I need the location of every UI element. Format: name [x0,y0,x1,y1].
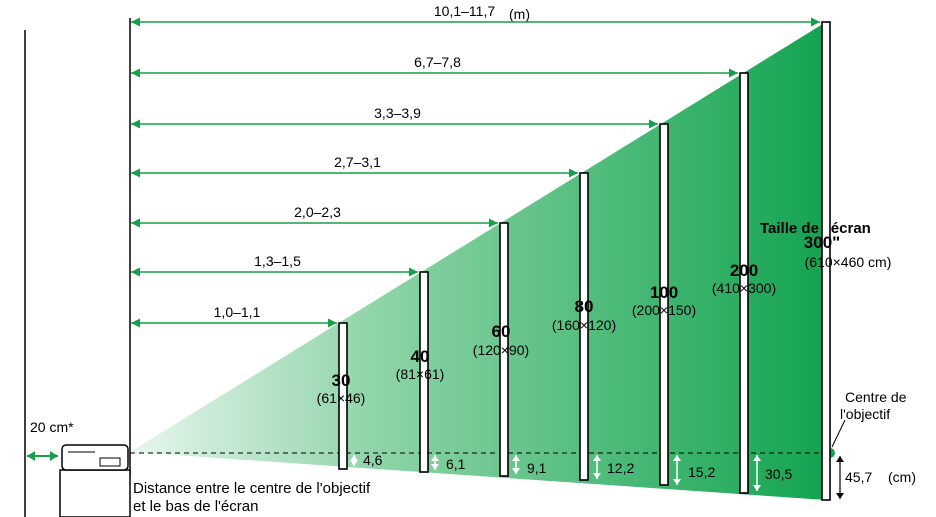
screen-dims-label-6: (610×460 cm) [805,254,892,270]
offset-arrow-2-head-top [512,455,520,461]
screen-bar-5 [739,72,749,494]
offset-arrow-3-head-bottom [593,473,601,479]
offset-arrow-1-head-bottom [431,464,439,470]
distance-label-6: 10,1–11,7 [434,3,495,19]
distance-arrow-4-head-left [131,119,140,129]
projector-icon [59,444,131,517]
projection-beam [130,22,826,500]
wall-distance-label: 20 cm* [30,419,74,435]
screen-size-title: Taille de l'écran [760,220,871,237]
screen-size-label-5: 200 [730,261,758,280]
offset-arrow-4-head-bottom [673,479,681,485]
distance-label-5: 6,7–7,8 [414,54,461,70]
screens-layer: 1,0–1,1 30(61×46) 4,6 1,3–1,5 40(81×61) 6,1 2,… [131,3,892,501]
screen-bar-4 [659,123,669,486]
offset-arrow-3-head-top [593,455,601,461]
screen-size-label-2: 60 [492,322,511,341]
offset-label-0: 4,6 [363,452,383,468]
screen-size-label-3: 80 [575,297,594,316]
distance-arrow-0-head-left [131,318,140,328]
offset-label-4: 15,2 [688,464,715,480]
offset-arrow-2-head-bottom [512,468,520,474]
distance-label-3: 2,7–3,1 [334,154,381,170]
screen-dims-label-1: (81×61) [396,366,445,382]
lens-center-label: Centre de l'objectif [840,389,910,422]
offset-unit-label: (cm) [888,469,916,485]
wall-distance-arrow [27,451,58,461]
screen-bar-1 [419,271,429,473]
offset-arrow-0-head-top [350,455,358,461]
lens-center-label-line2: l'objectif [840,406,890,422]
distance-arrow-1-head-right [409,267,418,277]
screen-dims-label-3: (160×120) [552,317,616,333]
offset-label-2: 9,1 [527,460,547,476]
screen-dims-label-0: (61×46) [317,390,366,406]
bottom-caption: Distance entre le centre de l'objectif e… [133,480,374,515]
bottom-caption-line2: et le bas de l'écran [133,498,258,515]
distance-label-1: 1,3–1,5 [254,253,301,269]
screen-dims-label-4: (200×150) [632,302,696,318]
screen-size-label-4: 100 [650,283,678,302]
distance-unit-label: (m) [509,6,530,22]
distance-arrow-4-head-right [649,119,658,129]
screen-size-label-1: 40 [411,347,430,366]
screen-bar-3 [579,172,589,481]
distance-arrow-1-head-left [131,267,140,277]
offset-label-5: 30,5 [765,466,792,482]
distance-arrow-3-head-left [131,168,140,178]
bottom-caption-line1: Distance entre le centre de l'objectif [133,480,371,497]
offset-arrow-5-head-bottom [753,485,761,491]
offset-label-3: 12,2 [607,460,634,476]
distance-label-4: 3,3–3,9 [374,105,421,121]
offset-label-1: 6,1 [446,456,466,472]
distance-arrow-5-head-right [729,68,738,78]
offset-label-6: 45,7 [845,469,872,485]
distance-arrow-3-head-right [569,168,578,178]
offset-arrow-1-head-top [431,455,439,461]
distance-label-0: 1,0–1,1 [214,304,261,320]
distance-arrow-0-head-right [328,318,337,328]
screen-bar-2 [499,222,509,477]
screen-dims-label-5: (410×300) [712,280,776,296]
distance-arrow-2-head-left [131,218,140,228]
lens-center-leader [831,419,846,448]
offset-arrow-6-head-top [836,456,844,462]
offset-arrow-4-head-top [673,455,681,461]
offset-arrow-0-head-bottom [350,460,358,466]
distance-arrow-6-head-left [131,17,140,27]
offset-arrow-5-head-top [753,455,761,461]
screen-size-label-6: 300" [804,233,840,252]
distance-arrow-5-head-left [131,68,140,78]
screen-size-label-0: 30 [332,371,351,390]
offset-arrow-6-head-bottom [836,493,844,499]
distance-arrow-6-head-right [811,17,820,27]
distance-arrow-2-head-right [489,218,498,228]
distance-label-2: 2,0–2,3 [294,204,341,220]
screen-bar-6 [821,21,831,501]
lens-center-label-line1: Centre de [845,389,907,405]
screen-bar-0 [338,322,348,470]
screen-dims-label-2: (120×90) [473,342,529,358]
